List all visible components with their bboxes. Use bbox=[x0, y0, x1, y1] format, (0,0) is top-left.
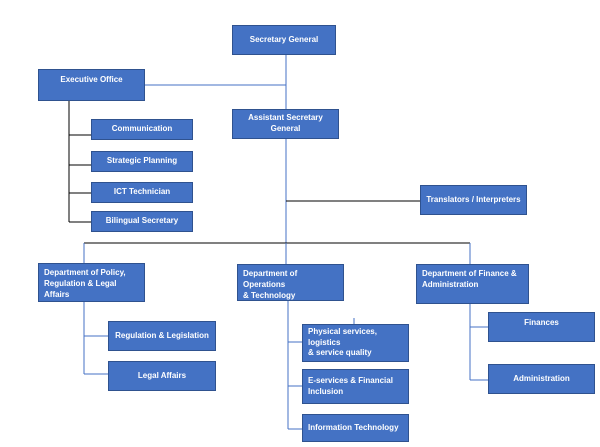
node-label: Bilingual Secretary bbox=[105, 216, 179, 226]
node-label: Department of Operations & Technology bbox=[243, 269, 298, 300]
node-physical-services[interactable]: Physical services, logistics & service q… bbox=[302, 324, 409, 362]
node-translators-interpreters[interactable]: Translators / Interpreters bbox=[420, 185, 527, 215]
node-information-technology[interactable]: Information Technology bbox=[302, 414, 409, 442]
node-ict-technician[interactable]: ICT Technician bbox=[91, 182, 193, 203]
node-label: Assistant Secretary General bbox=[248, 113, 323, 133]
node-label: Executive Office bbox=[60, 75, 123, 84]
node-label: Department of Finance & Administration bbox=[422, 269, 517, 289]
node-secretary-general[interactable]: Secretary General bbox=[232, 25, 336, 55]
node-label: Finances bbox=[524, 318, 559, 327]
node-finances[interactable]: Finances bbox=[488, 312, 595, 342]
node-communication[interactable]: Communication bbox=[91, 119, 193, 140]
node-label: Physical services, logistics & service q… bbox=[308, 326, 377, 358]
node-department-finance[interactable]: Department of Finance & Administration bbox=[416, 264, 529, 304]
node-label: Department of Policy, Regulation & Legal… bbox=[44, 268, 126, 299]
node-legal-affairs[interactable]: Legal Affairs bbox=[108, 361, 216, 391]
node-label: Translators / Interpreters bbox=[426, 194, 521, 204]
node-executive-office[interactable]: Executive Office bbox=[38, 69, 145, 101]
node-eservices-financial-inclusion[interactable]: E-services & Financial Inclusion bbox=[302, 369, 409, 404]
node-department-operations[interactable]: Department of Operations & Technology bbox=[237, 264, 344, 301]
node-label: Secretary General bbox=[249, 34, 319, 44]
node-label: Strategic Planning bbox=[106, 156, 178, 166]
node-label: Administration bbox=[513, 373, 570, 383]
node-strategic-planning[interactable]: Strategic Planning bbox=[91, 151, 193, 172]
node-department-policy[interactable]: Department of Policy, Regulation & Legal… bbox=[38, 263, 145, 302]
node-assistant-secretary-general[interactable]: Assistant Secretary General bbox=[232, 109, 339, 139]
node-bilingual-secretary[interactable]: Bilingual Secretary bbox=[91, 211, 193, 232]
node-label: E-services & Financial Inclusion bbox=[308, 375, 393, 396]
connector-lines bbox=[68, 55, 488, 430]
node-regulation-legislation[interactable]: Regulation & Legislation bbox=[108, 321, 216, 351]
node-label: Regulation & Legislation bbox=[115, 330, 209, 340]
node-label: Communication bbox=[111, 124, 173, 134]
node-label: ICT Technician bbox=[113, 187, 171, 197]
node-administration[interactable]: Administration bbox=[488, 364, 595, 394]
node-label: Legal Affairs bbox=[137, 370, 187, 380]
node-label: Information Technology bbox=[308, 422, 399, 432]
